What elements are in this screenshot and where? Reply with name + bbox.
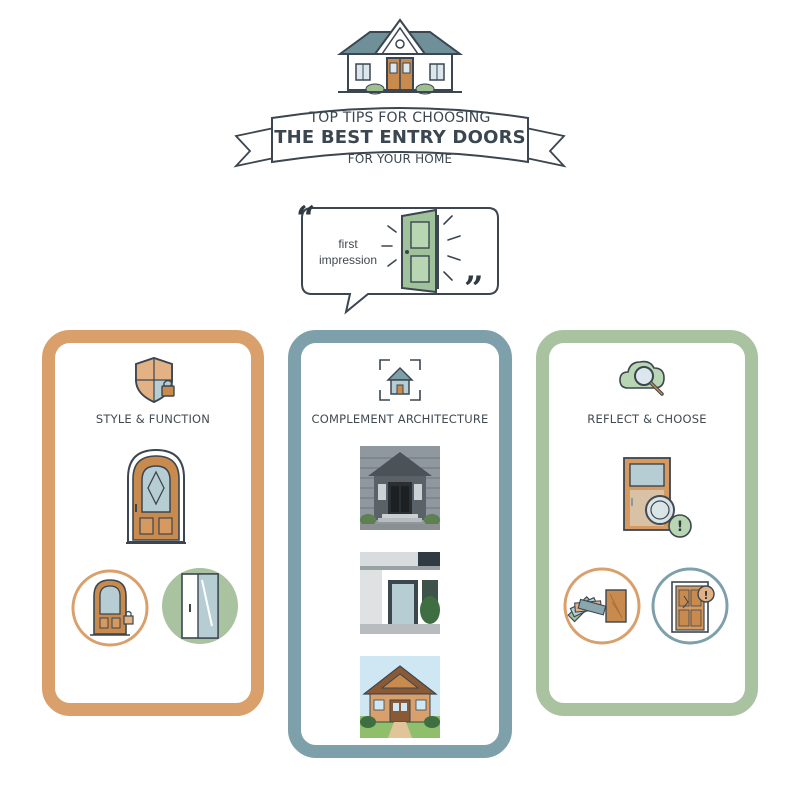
svg-text:“: “ [296,199,316,239]
card-1-title: STYLE & FUNCTION [95,412,211,426]
quote-text: first impression [308,236,388,268]
title-line-2: THE BEST ENTRY DOORS [274,127,526,148]
svg-text:!: ! [703,589,708,602]
arched-door-icon [124,446,188,546]
svg-text:”: ” [464,269,484,309]
card-3-title: REFLECT & CHOOSE [587,412,707,426]
speech-bubble: “ ” [292,196,508,316]
material-swatches-icon [562,566,642,646]
title-line-3: FOR YOUR HOME [347,152,453,166]
secure-door-icon [70,568,150,648]
magnifier-cloud-icon [618,354,670,400]
card-2-title: COMPLEMENT ARCHITECTURE [311,412,489,426]
house-frame-icon [378,358,422,402]
shield-lock-icon [134,356,178,404]
door-inspect-icon: ! [620,454,694,540]
title-ribbon [232,96,568,174]
house-icon [330,14,470,96]
title-line-1: TOP TIPS FOR CHOOSING [309,110,491,126]
craftsman-house-photo [360,656,440,738]
svg-text:!: ! [677,519,683,535]
victorian-house-photo [359,445,441,531]
modern-door-icon [160,566,240,646]
quote-line-1: first [338,237,358,251]
open-door-icon [378,206,468,294]
door-warning-icon: ! [650,566,730,646]
modern-house-photo [360,552,440,634]
quote-line-2: impression [318,253,378,267]
